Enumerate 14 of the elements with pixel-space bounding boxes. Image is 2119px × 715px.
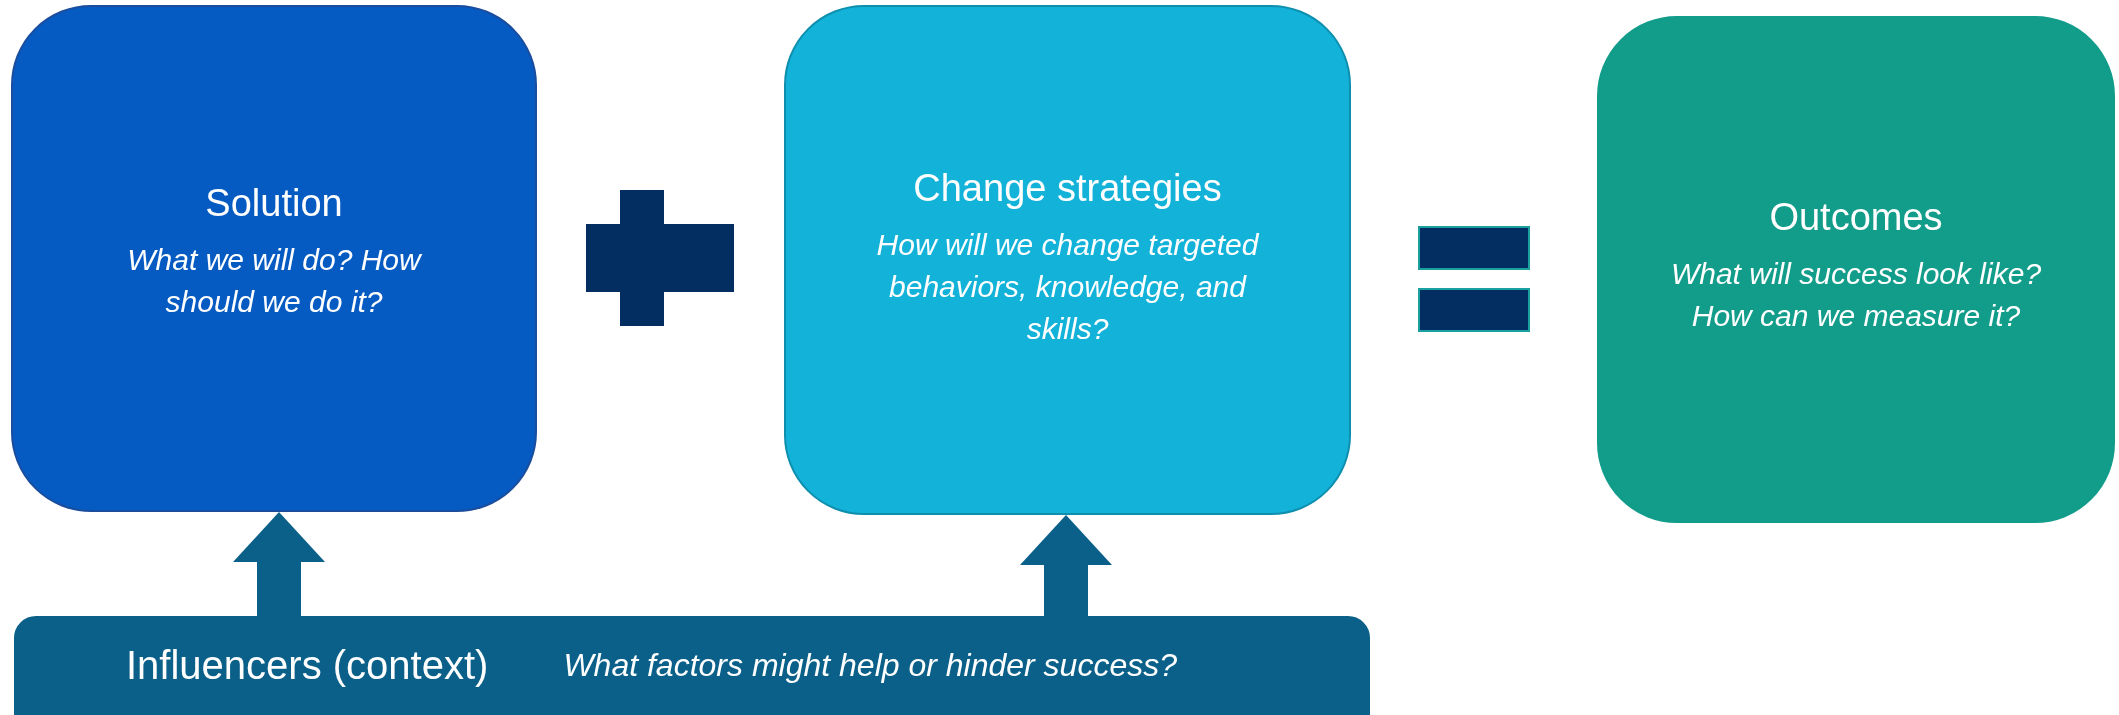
box-title: Influencers (context) xyxy=(126,643,489,688)
outcome-box xyxy=(1597,16,2115,523)
box-question: What we will do? How should we do it? xyxy=(126,242,423,320)
box-question: How will we change targeted behaviors, knowledge, and skills? xyxy=(875,227,1260,347)
box-question: What will success look like? How can we measure it? xyxy=(1669,256,2043,334)
process-box xyxy=(784,5,1351,515)
block-arrow xyxy=(1020,515,1112,616)
box-question: What factors might help or hinder success? xyxy=(563,646,1177,686)
block-arrow xyxy=(233,512,325,616)
box-title: Change strategies xyxy=(912,167,1223,210)
process-box xyxy=(11,5,537,512)
context-bar xyxy=(14,616,1370,715)
box-title: Outcomes xyxy=(1768,196,1944,239)
box-title: Solution xyxy=(204,182,344,225)
